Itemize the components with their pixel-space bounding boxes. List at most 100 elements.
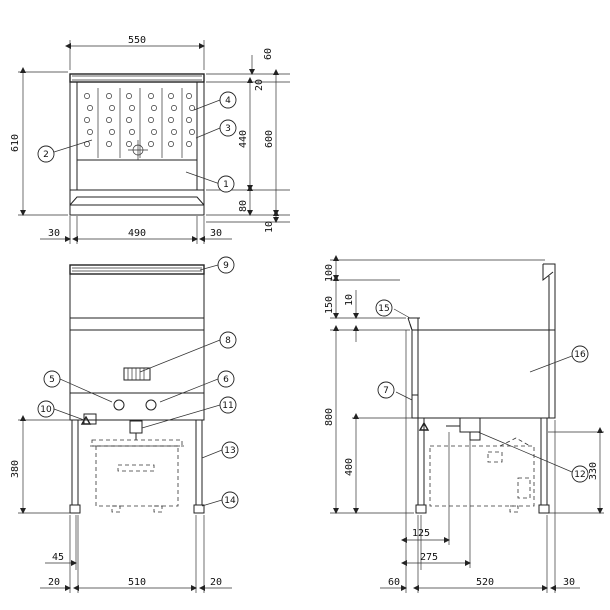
perforation-hole [148,93,154,99]
callout-4: 4 [219,91,237,109]
callout-label: 14 [224,496,236,506]
callout-label: 16 [574,350,586,360]
dim-height-440: 440 [238,130,249,148]
dim-side-330: 330 [588,462,599,480]
dim-side-10: 10 [344,294,355,306]
callout-1: 1 [217,175,235,193]
perforation-hole [126,141,132,147]
dim-side-125: 125 [412,528,430,539]
callout-label: 7 [383,386,389,396]
callout-circle [43,370,61,388]
perforation-hole [151,129,157,135]
callout-circle [377,381,395,399]
callout-circle [217,256,235,274]
dim-front-30-left: 30 [48,228,60,239]
callout-label: 8 [225,336,231,346]
callout-label: 3 [225,124,231,134]
perforation-hole [109,105,115,111]
lower-cabinet [69,273,205,421]
callout-label: 5 [49,375,55,385]
callout-label: 15 [378,304,389,314]
top-grill-bar [69,73,205,83]
dim-top-width: 550 [128,35,146,46]
callout-12: 12 [571,465,589,483]
callout-13: 13 [221,441,239,459]
perforation-hole [109,129,115,135]
dim-side-150: 150 [324,296,335,314]
callout-label: 13 [224,446,235,456]
callout-circle [37,400,55,418]
perforation-hole [148,117,154,123]
dim-front-490: 490 [128,228,146,239]
knob-right [145,399,157,411]
perforation-hole [171,129,177,135]
dim-height-600: 600 [264,130,275,148]
callout-circle [37,145,55,163]
perforation-hole [87,105,93,111]
callout-8: 8 [219,331,237,349]
perforation-hole [84,93,90,99]
perforation-hole [106,117,112,123]
dim-side-520: 520 [476,577,494,588]
callout-label: 9 [223,261,229,271]
perforation-hole [148,141,154,147]
callout-7: 7 [377,381,395,399]
dim-lower-45: 45 [52,552,64,563]
callout-label: 4 [225,96,231,106]
callout-circle [217,370,235,388]
callout-14: 14 [221,491,239,509]
side-body [411,329,556,419]
callout-circle [219,91,237,109]
perforation-hole [168,141,174,147]
callout-label: 11 [222,401,233,411]
callout-circle [217,175,235,193]
callout-label: 6 [223,375,229,385]
perforation-hole [84,117,90,123]
dim-top-60: 60 [263,48,274,60]
perforation-holes [84,93,195,147]
perforation-hole [106,141,112,147]
callout-3: 3 [219,119,237,137]
dim-height-10: 10 [264,221,275,233]
perforation-hole [168,93,174,99]
callout-label: 12 [574,470,585,480]
dim-side-30: 30 [563,577,575,588]
lower-grill-bar [69,264,205,275]
dim-lower-510: 510 [128,577,146,588]
dim-side-275: 275 [420,552,438,563]
side-view [407,263,556,514]
perforation-hole [168,117,174,123]
perforation-hole [186,141,192,147]
perforation-hole [129,105,135,111]
knob-left [113,399,125,411]
upper-cabinet [69,81,205,216]
perforation-hole [106,93,112,99]
callout-circle [221,441,239,459]
dim-height-610: 610 [10,134,21,152]
callout-5: 5 [43,370,61,388]
dim-side-400: 400 [344,458,355,476]
callout-10: 10 [37,400,55,418]
oil-container [95,445,179,507]
lower-dimensions: 380 45 20 510 20 [10,415,232,593]
perforation-hole [129,129,135,135]
callout-label: 1 [223,180,229,190]
callout-16: 16 [571,345,589,363]
perforation-hole [189,129,195,135]
perforation-hole [126,117,132,123]
callout-label: 2 [43,150,49,160]
callout-circle [571,465,589,483]
dim-top-20: 20 [254,79,265,91]
dim-lower-380: 380 [10,460,21,478]
callout-circle [221,491,239,509]
callout-circle [571,345,589,363]
callout-15: 15 [375,299,393,317]
perforation-hole [186,117,192,123]
perforation-hole [126,93,132,99]
upper-front-view [69,73,205,216]
callout-label: 10 [40,405,52,415]
dim-front-30-right: 30 [210,228,222,239]
callout-circle [219,331,237,349]
